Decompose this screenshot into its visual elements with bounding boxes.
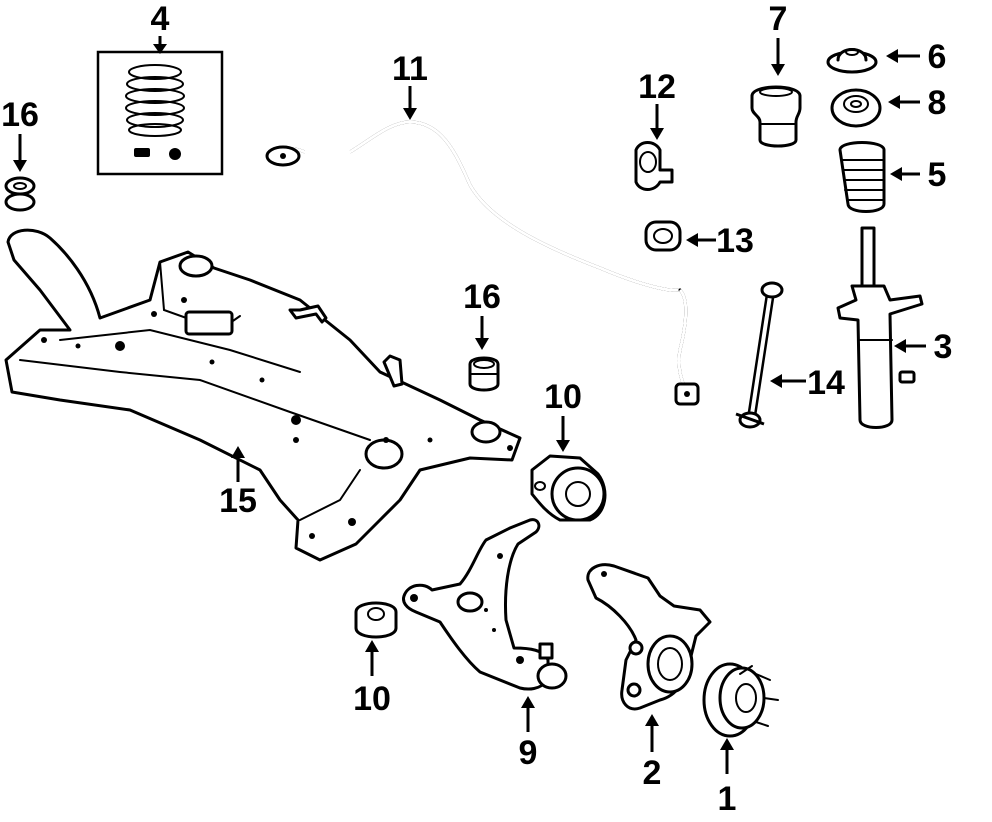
part-7-bump-stop[interactable] [750,85,802,148]
callout-16-lower-arrow [475,316,489,350]
callout-14-arrow [770,374,806,388]
callout-5-arrow [890,167,920,181]
callout-15: 15 [219,482,257,520]
callout-10-right-arrow [556,416,570,452]
part-6-strut-mount[interactable] [826,48,878,74]
callout-12-arrow [650,104,664,140]
callout-2: 2 [643,754,662,792]
callout-1-arrow [720,738,734,774]
callout-15-arrow [231,446,245,482]
part-8-spring-seat[interactable] [830,88,882,128]
part-10-bushing-rear[interactable] [530,454,607,522]
callout-4: 4 [151,0,170,38]
part-5-dust-boot[interactable] [838,141,886,213]
callout-5: 5 [928,156,947,194]
callout-9-arrow [521,696,535,732]
callout-16-upper: 16 [1,96,39,134]
callout-13: 13 [716,222,754,260]
callout-10-left-arrow [365,640,379,676]
callout-10-right: 10 [544,378,582,416]
callout-10-left: 10 [353,680,391,718]
part-13-stabilizer-bushing[interactable] [644,220,682,252]
callout-12: 12 [638,68,676,106]
part-1-wheel-hub[interactable] [702,662,779,738]
part-16-bushing-lower[interactable] [468,356,500,392]
callout-8-arrow [888,95,920,109]
callout-7: 7 [769,0,788,38]
callout-13-arrow [686,233,716,247]
callout-11: 11 [392,50,428,88]
callout-1: 1 [718,780,737,818]
callout-2-arrow [645,714,659,752]
part-9-lower-control-arm[interactable] [402,518,568,691]
callout-16-lower: 16 [463,278,501,316]
part-12-stabilizer-bracket[interactable] [634,141,674,191]
part-10-bushing-front[interactable] [354,601,398,639]
callout-3-arrow [894,339,926,353]
callout-6-arrow [886,49,920,63]
callout-6: 6 [928,38,947,76]
part-15-subframe[interactable] [4,228,522,562]
callout-16-upper-arrow [13,134,27,172]
callout-11-arrow [403,86,417,120]
callout-4-arrow [153,36,167,54]
part-16-bushing-upper[interactable] [4,176,36,212]
part-14-stabilizer-link[interactable] [735,281,784,429]
callout-8: 8 [928,84,947,122]
callout-14: 14 [807,364,845,402]
part-4-spring-kit[interactable] [96,50,224,176]
part-11-stabilizer-bar[interactable] [265,120,700,406]
callout-7-arrow [771,38,785,76]
part-3-strut[interactable] [836,226,924,429]
callout-3: 3 [934,328,953,366]
part-2-steering-knuckle[interactable] [586,563,712,711]
callout-9: 9 [519,734,538,772]
